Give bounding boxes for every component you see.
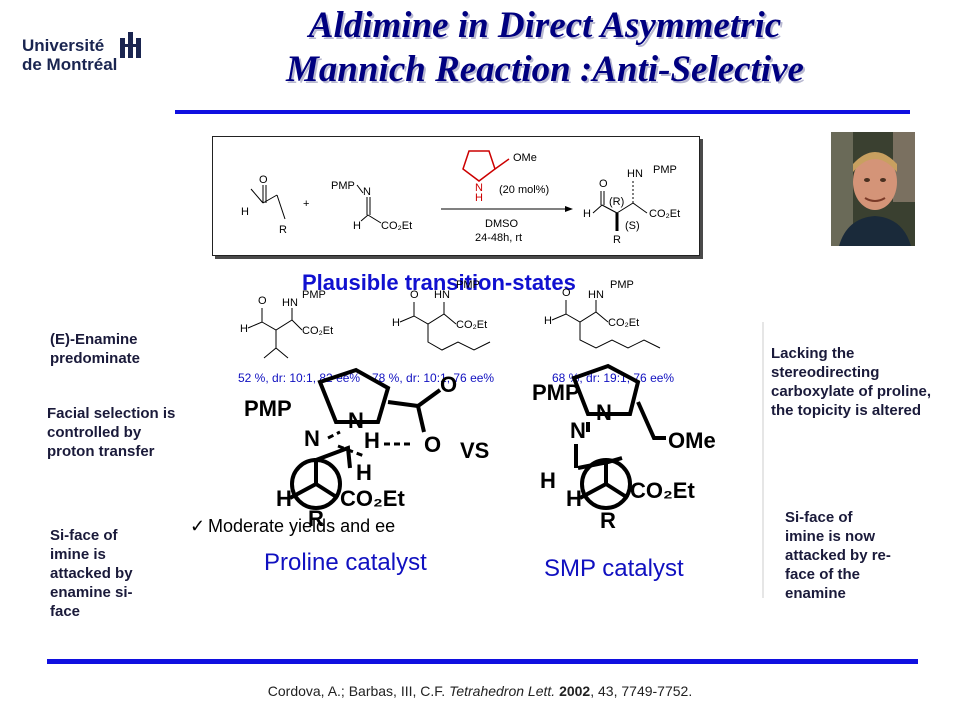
logo-line2: de Montréal [22,55,118,74]
title-divider [175,110,910,114]
university-logo: Université de Montréal [22,36,117,74]
scheme-aldehyde-o: O [259,174,268,186]
ts-right-h1: H [540,468,556,493]
product-structure-3: O HN PMP H CO₂Et [544,279,661,349]
citation: Cordova, A.; Barbas, III, C.F. Tetrahedr… [0,683,960,699]
note-siface-right: Si-face of imine is now attacked by re-f… [785,509,891,602]
ts-right-n2: N [570,418,586,443]
note-lacking-carboxylate: Lacking the stereodirecting carboxylate … [771,345,932,419]
citation-rest: , 43, 7749-7752. [590,683,693,699]
scheme-conditions: 24-48h, rt [475,232,522,244]
ts-left-h1: H [364,428,380,453]
scheme-product-hn: HN [627,168,643,180]
scheme-plus: + [303,198,309,210]
scheme-product-h: H [583,208,591,220]
transition-state-drawing: Plausible transition-states O HN PMP H C… [178,262,764,598]
logo-line1: Université [22,36,105,55]
product-3-o: O [562,287,571,299]
slide-title: Aldimine in Direct Asymmetric Mannich Re… [175,4,915,92]
scheme-imine-pmp: PMP [331,180,355,192]
ts-right-r: R [600,508,616,533]
note-facial-selection: Facial selection is controlled by proton… [47,405,176,460]
ts-left-h3: H [276,486,292,511]
scheme-solvent: DMSO [485,218,518,230]
ts-left-o2: O [424,432,441,457]
ts-left-r: R [308,506,324,531]
ts-left-h2: H [356,460,372,485]
product-1-result: 52 %, dr: 10:1, 82 ee% [238,371,360,385]
logo-emblem-icon [120,32,141,58]
transition-state-figure: Plausible transition-states O HN PMP H C… [178,262,764,598]
scheme-catalyst-ome: OMe [513,152,537,164]
product-2-pmp: PMP [456,279,480,291]
ts-right-pmp: PMP [532,380,580,405]
note-enamine: (E)-Enamine predominate [50,331,141,367]
ts-left-ester: CO₂Et [340,486,405,511]
ts-left-o1: O [440,372,457,397]
product-3-h: H [544,315,552,327]
researcher-photo [831,132,915,246]
scheme-product-r: R [613,234,621,246]
product-1-ester: CO₂Et [302,325,333,337]
scheme-aldehyde-r: R [279,224,287,236]
scheme-product-ester: CO₂Et [649,208,680,220]
reaction-scheme: O H R + PMP N H CO₂Et OMe N H (20 mol%) … [212,136,700,256]
scheme-product-o: O [599,178,608,190]
product-structure-1: O HN PMP H CO₂Et [240,289,333,359]
ts-smp: PMP N OMe N H H CO₂Et R [532,363,716,533]
ts-right-n1: N [596,400,612,425]
product-structure-2: O HN PMP H CO₂Et [392,279,491,351]
product-3-hn: HN [588,289,604,301]
scheme-product-s-config: (S) [625,220,640,232]
scheme-imine-n: N [363,186,371,198]
scheme-product-pmp: PMP [653,164,677,176]
scheme-product-r-config: (R) [609,196,624,208]
product-2-o: O [410,289,419,301]
citation-year: 2002 [559,683,591,699]
scheme-catalyst-h: H [475,192,483,204]
bullet-moderate-yields: Moderate yields and ee [208,516,395,536]
proline-catalyst-label: Proline catalyst [264,549,427,576]
product-3-pmp: PMP [610,279,634,291]
title-line1: Aldimine in Direct Asymmetric [308,5,782,46]
product-3-ester: CO₂Et [608,317,639,329]
checkmark-icon: ✓ [190,516,205,536]
scheme-aldehyde-h: H [241,206,249,218]
product-2-hn: HN [434,289,450,301]
ts-right-h2: H [566,486,582,511]
scheme-imine-ester: CO₂Et [381,220,412,232]
smp-catalyst-label: SMP catalyst [544,555,684,582]
ts-right-ome: OMe [668,428,716,453]
product-2-ester: CO₂Et [456,319,487,331]
versus-label: VS [460,438,489,463]
product-1-h: H [240,323,248,335]
title-line2: Mannich Reaction :Anti-Selective [286,49,804,90]
scheme-catalyst-loading: (20 mol%) [499,184,549,196]
citation-journal: Tetrahedron Lett. [449,683,556,699]
footer-divider [47,659,918,664]
ts-right-ester: CO₂Et [630,478,695,503]
reaction-scheme-drawing: O H R + PMP N H CO₂Et OMe N H (20 mol%) … [241,150,680,246]
ts-left-n1: N [348,408,364,433]
scheme-catalyst-n: N [475,182,483,194]
ts-left-pmp: PMP [244,396,292,421]
product-1-pmp: PMP [302,289,326,301]
ts-proline: N O O PMP N H H H CO₂Et R [244,367,457,531]
ts-left-n2: N [304,426,320,451]
citation-authors: Cordova, A.; Barbas, III, C.F. [267,683,450,699]
product-2-h: H [392,317,400,329]
figure-heading: Plausible transition-states [302,270,576,295]
product-1-hn: HN [282,297,298,309]
note-siface-left: Si-face of imine is attacked by enamine … [50,527,133,620]
product-1-o: O [258,295,267,307]
scheme-imine-h: H [353,220,361,232]
product-2-result: 78 %, dr: 10:1, 76 ee% [372,371,494,385]
